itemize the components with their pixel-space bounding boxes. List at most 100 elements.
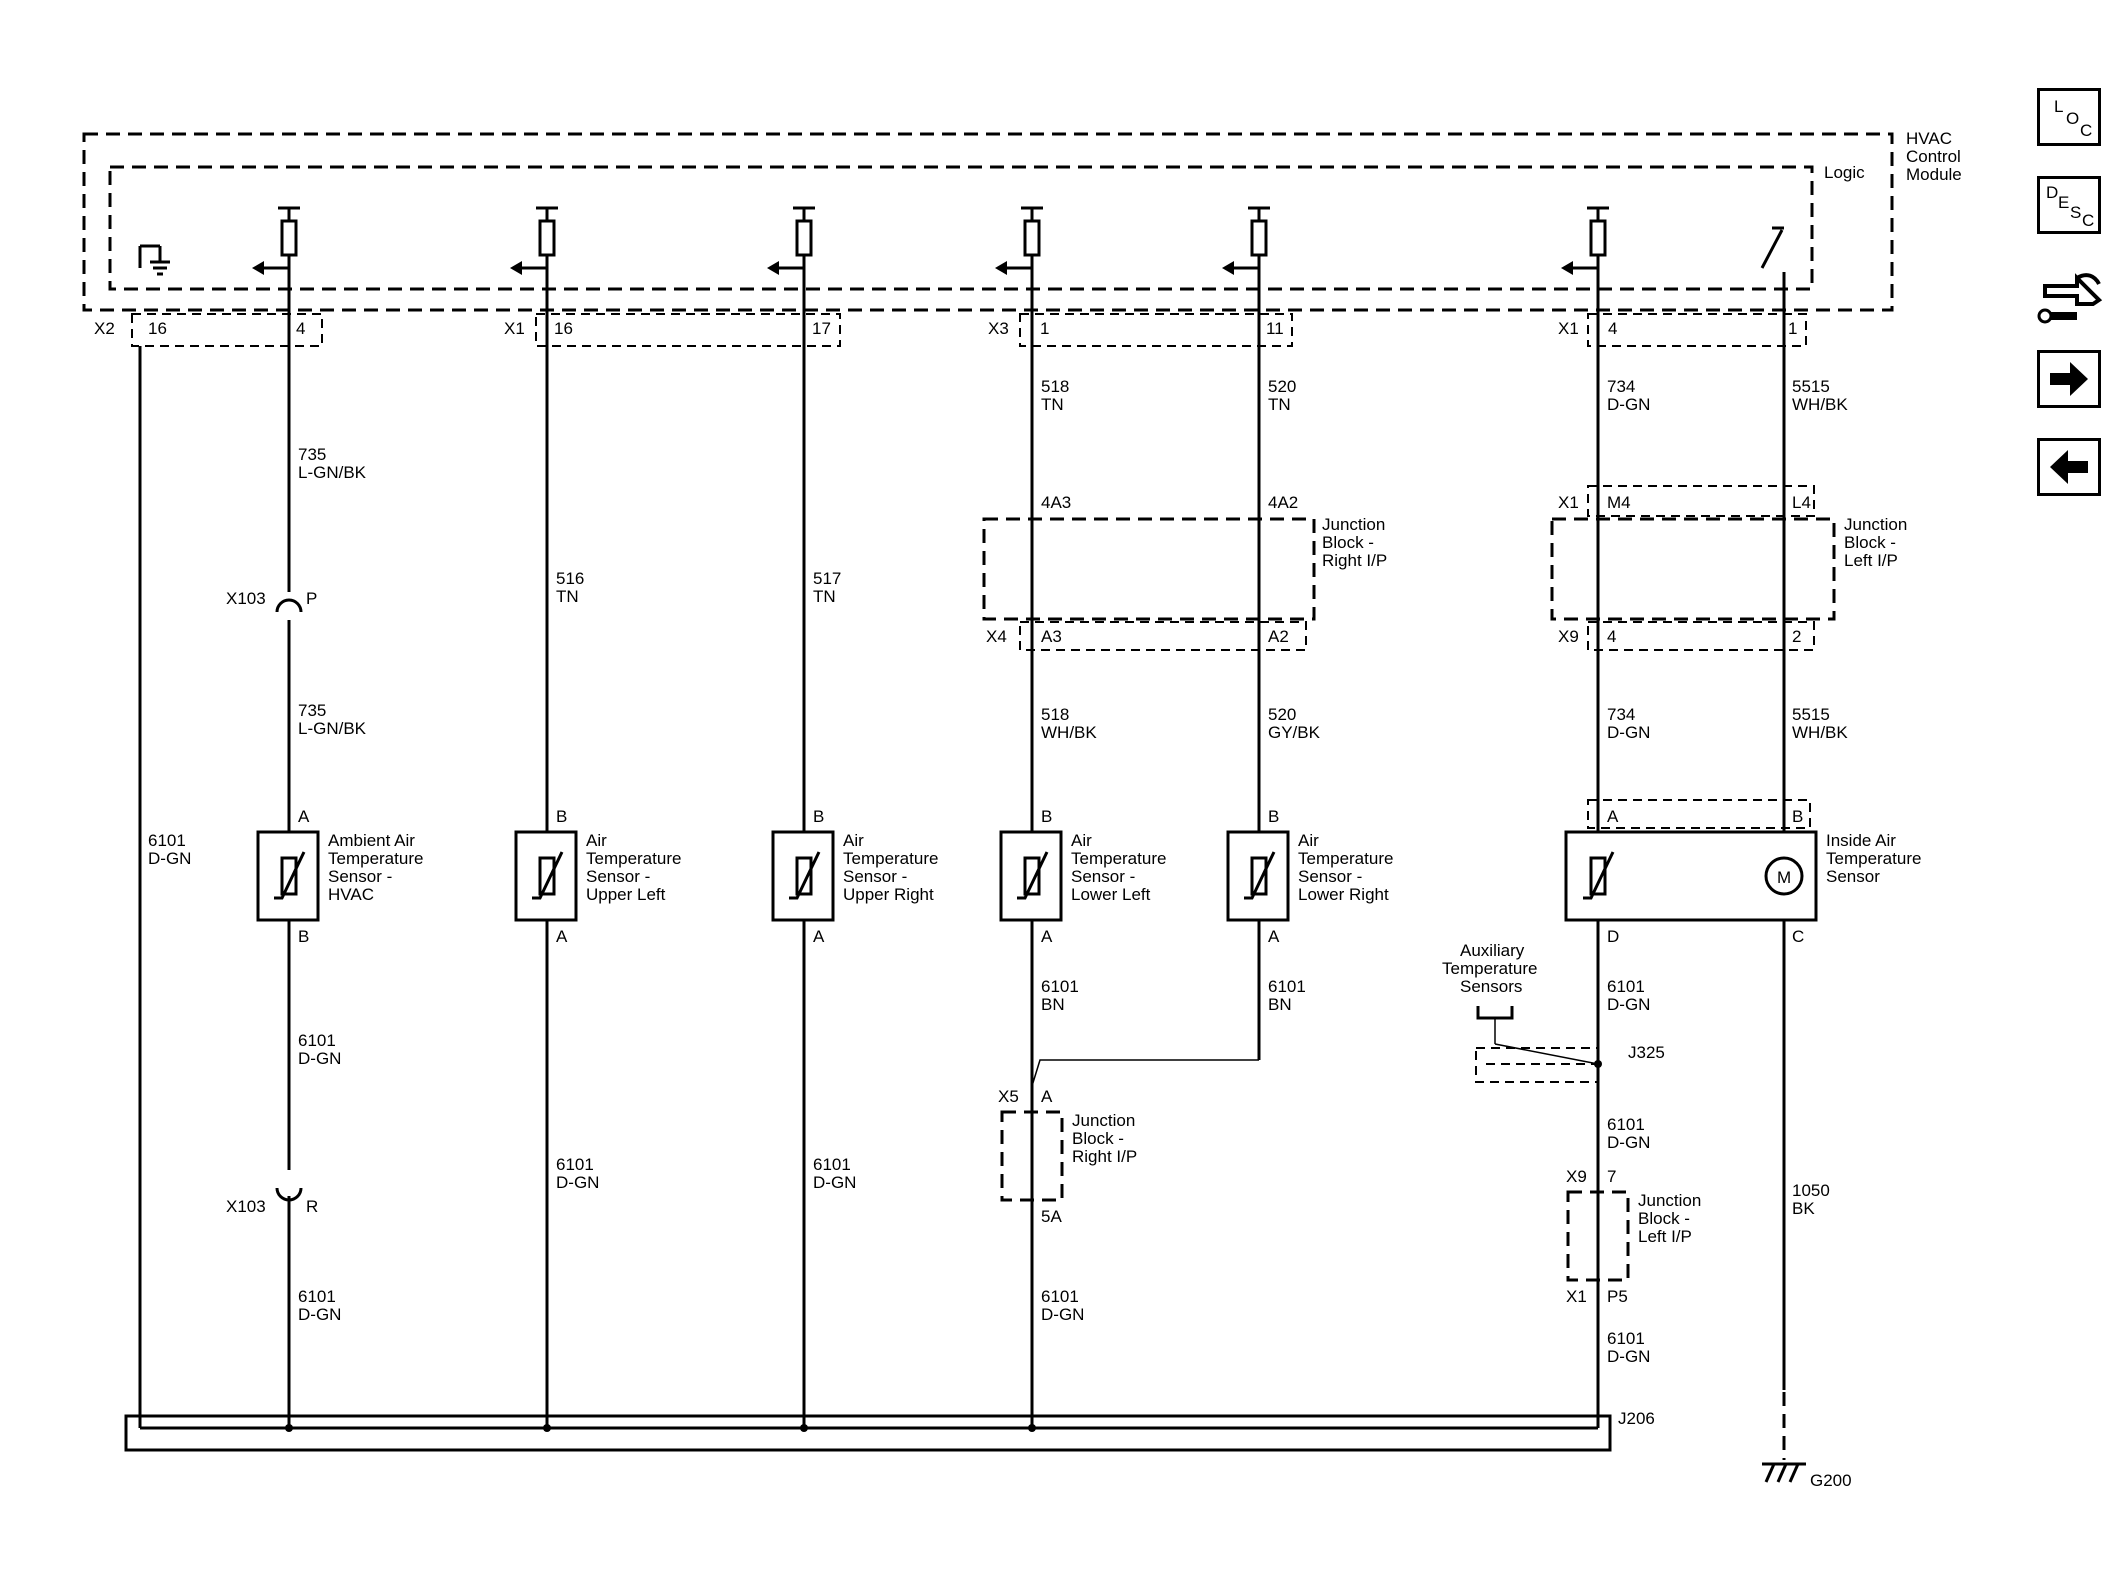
aux-name-3: Sensors xyxy=(1460,977,1522,996)
conn-x2-pin16: 16 xyxy=(148,319,167,338)
sensor-inside-air-icon xyxy=(1564,830,1818,922)
wire-734-num-b: 734 xyxy=(1607,705,1635,724)
wire-g10-col: D-GN xyxy=(1607,1133,1650,1152)
jbr-name-3: Right I/P xyxy=(1322,551,1387,570)
wire-g2-col: D-GN xyxy=(298,1049,341,1068)
logic-label: Logic xyxy=(1824,163,1865,182)
wire-g5-col: D-GN xyxy=(813,1173,856,1192)
jbrl-pin-5a: 5A xyxy=(1041,1207,1062,1226)
junction-block-left-ip-conn xyxy=(1587,621,1815,651)
wire-520-col-b: GY/BK xyxy=(1268,723,1321,742)
arrow-right-icon xyxy=(2050,362,2088,396)
wire-517-num: 517 xyxy=(813,569,841,588)
jbrl-name-1: Junction xyxy=(1072,1111,1135,1130)
wire-g7-num: 6101 xyxy=(1268,977,1306,996)
wire-5515-num-a: 5515 xyxy=(1792,377,1830,396)
inline-connector-x103-top xyxy=(275,598,303,632)
wire-g6-num: 6101 xyxy=(1041,977,1079,996)
loc-letter-c: C xyxy=(2080,121,2093,140)
wire-518-num-b: 518 xyxy=(1041,705,1069,724)
desc-button[interactable]: D E S C xyxy=(2037,176,2101,234)
jbl-pin-2: 2 xyxy=(1792,627,1801,646)
aux-name-2: Temperature xyxy=(1442,959,1537,978)
wire-517-col: TN xyxy=(813,587,836,606)
inline-connector-x103-bottom xyxy=(275,1187,303,1202)
wire-g4-col: D-GN xyxy=(556,1173,599,1192)
wire-734-num-a: 734 xyxy=(1607,377,1635,396)
sensor-upper-left-thermistor-icon xyxy=(514,830,578,922)
module-ground-icon xyxy=(138,244,170,276)
wire-g4-num: 6101 xyxy=(556,1155,594,1174)
upper-right-pin-bot: A xyxy=(813,927,825,946)
jbr-pin-a2: A2 xyxy=(1268,627,1289,646)
jbl-x1: X1 xyxy=(1558,493,1579,512)
jbr-name-2: Block - xyxy=(1322,533,1374,552)
prev-button[interactable] xyxy=(2037,438,2101,496)
wire-516-num: 516 xyxy=(556,569,584,588)
module-label-3: Module xyxy=(1906,165,1962,184)
upper-left-pin-top: B xyxy=(556,807,567,826)
wire-g1-num: 6101 xyxy=(148,831,186,850)
upper-left-pin-bot: A xyxy=(556,927,568,946)
desc-letter-e: E xyxy=(2058,193,2070,212)
wire-g9-num: 6101 xyxy=(1607,977,1645,996)
lower-right-name-4: Lower Right xyxy=(1298,885,1389,904)
wire-735-col-a: L-GN/BK xyxy=(298,463,367,482)
wire-735-num-a: 735 xyxy=(298,445,326,464)
inside-name-3: Sensor xyxy=(1826,867,1880,886)
x103-bottom-pin: R xyxy=(306,1197,318,1216)
wire-5515-col-a: WH/BK xyxy=(1792,395,1848,414)
next-button[interactable] xyxy=(2037,350,2101,408)
inside-pin-d: D xyxy=(1607,927,1619,946)
lower-right-pin-top: B xyxy=(1268,807,1279,826)
conn-x1a-pin16: 16 xyxy=(554,319,573,338)
conn-x1b-pin4: 4 xyxy=(1608,319,1617,338)
splice-bus-label: J206 xyxy=(1618,1409,1655,1428)
inside-pin-c: C xyxy=(1792,927,1804,946)
lower-right-name-2: Temperature xyxy=(1298,849,1393,868)
sensor-upper-right-thermistor-icon xyxy=(771,830,835,922)
ambient-name-4: HVAC xyxy=(328,885,374,904)
wire-518-col-a: TN xyxy=(1041,395,1064,414)
inside-name-1: Inside Air xyxy=(1826,831,1896,850)
wire-g3-num: 6101 xyxy=(298,1287,336,1306)
conn-x1a-pin17: 17 xyxy=(812,319,831,338)
jbll-pin-p5: P5 xyxy=(1607,1287,1628,1306)
lower-left-pin-bot: A xyxy=(1041,927,1053,946)
wire-735-num-b: 735 xyxy=(298,701,326,720)
logic-boundary xyxy=(108,165,1814,291)
inside-sensor-conn xyxy=(1587,799,1811,829)
wire-1050-num: 1050 xyxy=(1792,1181,1830,1200)
wire-5515-col-b: WH/BK xyxy=(1792,723,1848,742)
ground-g200: G200 xyxy=(1810,1471,1852,1490)
wire-516-col: TN xyxy=(556,587,579,606)
jbll-x9: X9 xyxy=(1566,1167,1587,1186)
loc-letter-l: L xyxy=(2054,97,2064,116)
wire-g7-col: BN xyxy=(1268,995,1292,1014)
loc-button[interactable]: L O C xyxy=(2037,88,2101,146)
loc-letter-o: O xyxy=(2066,109,2080,128)
jbrl-pin-a: A xyxy=(1041,1087,1053,1106)
aux-name-1: Auxiliary xyxy=(1460,941,1525,960)
jbl-pin-4: 4 xyxy=(1607,627,1616,646)
junction-block-left-ip-conn-top xyxy=(1587,485,1815,517)
jbll-name-3: Left I/P xyxy=(1638,1227,1692,1246)
module-label-1: HVAC xyxy=(1906,129,1952,148)
hvac-module-boundary xyxy=(82,132,1894,312)
inside-pin-a: A xyxy=(1607,807,1619,826)
jbr-pin-a3: A3 xyxy=(1041,627,1062,646)
wire-520-num-a: 520 xyxy=(1268,377,1296,396)
sensor-lower-right-thermistor-icon xyxy=(1226,830,1290,922)
connector-tool-icon[interactable] xyxy=(2037,264,2103,334)
lower-left-name-4: Lower Left xyxy=(1071,885,1151,904)
upper-right-name-4: Upper Right xyxy=(843,885,934,904)
x103-bottom-label: X103 xyxy=(226,1197,266,1216)
desc-letter-d: D xyxy=(2046,183,2059,202)
aux-sensor-connector xyxy=(1475,1006,1602,1083)
ambient-pin-top: A xyxy=(298,807,310,826)
chassis-ground-icon xyxy=(1762,1462,1806,1483)
jbrl-name-3: Right I/P xyxy=(1072,1147,1137,1166)
jbl-name-2: Block - xyxy=(1844,533,1896,552)
jbll-pin-7: 7 xyxy=(1607,1167,1616,1186)
